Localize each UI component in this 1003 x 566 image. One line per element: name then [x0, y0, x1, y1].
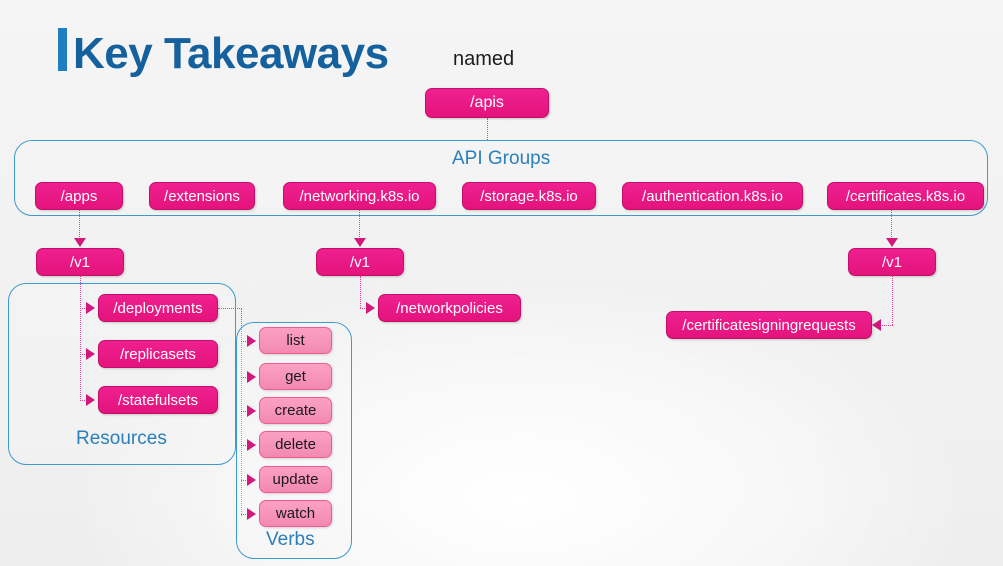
connector-to-update: [241, 480, 252, 481]
arrow-networking-to-v1: [354, 238, 366, 247]
api-group-box[interactable]: /extensions: [149, 182, 255, 210]
page-title-text: Key Takeaways: [73, 29, 389, 78]
verbs-label: Verbs: [266, 529, 315, 550]
resources-label: Resources: [76, 428, 167, 449]
arrow-certificates-to-v1: [886, 238, 898, 247]
arrow-to-create: [247, 405, 256, 417]
apis-root-box[interactable]: /apis: [425, 88, 549, 118]
api-groups-label: API Groups: [452, 148, 551, 169]
arrow-to-delete: [247, 439, 256, 451]
verb-box-update[interactable]: update: [259, 466, 332, 493]
arrow-to-networkpolicies: [366, 302, 375, 314]
resource-box-networkpolicies[interactable]: /networkpolicies: [378, 294, 521, 322]
connector-v1-to-csr: [882, 325, 893, 326]
arrow-to-csr: [872, 319, 881, 331]
connector-to-get: [241, 377, 252, 378]
verb-box-create[interactable]: create: [259, 397, 332, 424]
connector-networking-to-v1: [359, 210, 360, 239]
connector-deployments-to-verbs: [218, 308, 242, 309]
verb-box-delete[interactable]: delete: [259, 431, 332, 458]
api-group-box[interactable]: /apps: [35, 182, 123, 210]
connector-v1-certificates-spine: [892, 276, 893, 325]
connector-to-delete: [241, 445, 252, 446]
version-box-networking[interactable]: /v1: [316, 248, 404, 276]
connector-v1-apps-spine: [80, 276, 81, 401]
connector-certificates-to-v1: [891, 210, 892, 239]
connector-v1-networking-spine: [360, 276, 361, 308]
connector-v1-to-networkpolicies: [360, 308, 371, 309]
connector-apis-to-groups: [487, 118, 488, 140]
version-box-certificates[interactable]: /v1: [848, 248, 936, 276]
arrow-to-replicasets: [86, 348, 95, 360]
named-label: named: [453, 48, 515, 70]
arrow-to-deployments: [86, 302, 95, 314]
connector-verbs-spine: [241, 308, 242, 516]
resource-box-statefulsets[interactable]: /statefulsets: [98, 386, 218, 414]
arrow-to-watch: [247, 508, 256, 520]
verb-box-list[interactable]: list: [259, 327, 332, 354]
verb-box-get[interactable]: get: [259, 363, 332, 390]
page-title: Key Takeaways: [58, 28, 389, 76]
resource-box-deployments[interactable]: /deployments: [98, 294, 218, 322]
connector-v1-to-deployments: [80, 308, 91, 309]
resource-box-certificatesigningrequests[interactable]: /certificatesigningrequests: [666, 311, 872, 339]
connector-v1-to-statefulsets: [80, 400, 91, 401]
connector-to-watch: [241, 514, 252, 515]
arrow-to-get: [247, 371, 256, 383]
arrow-apps-to-v1: [74, 238, 86, 247]
connector-to-list: [241, 341, 252, 342]
arrow-to-list: [247, 335, 256, 347]
api-group-box[interactable]: /certificates.k8s.io: [827, 182, 984, 210]
verb-box-watch[interactable]: watch: [259, 500, 332, 527]
version-box-apps[interactable]: /v1: [36, 248, 124, 276]
connector-apps-to-v1: [79, 210, 80, 239]
api-group-box[interactable]: /storage.k8s.io: [462, 182, 596, 210]
api-group-box[interactable]: /networking.k8s.io: [283, 182, 436, 210]
api-group-box[interactable]: /authentication.k8s.io: [622, 182, 803, 210]
resource-box-replicasets[interactable]: /replicasets: [98, 340, 218, 368]
title-accent-bar: [58, 28, 67, 71]
connector-v1-to-replicasets: [80, 354, 91, 355]
arrow-to-update: [247, 474, 256, 486]
connector-to-create: [241, 411, 252, 412]
arrow-to-statefulsets: [86, 394, 95, 406]
